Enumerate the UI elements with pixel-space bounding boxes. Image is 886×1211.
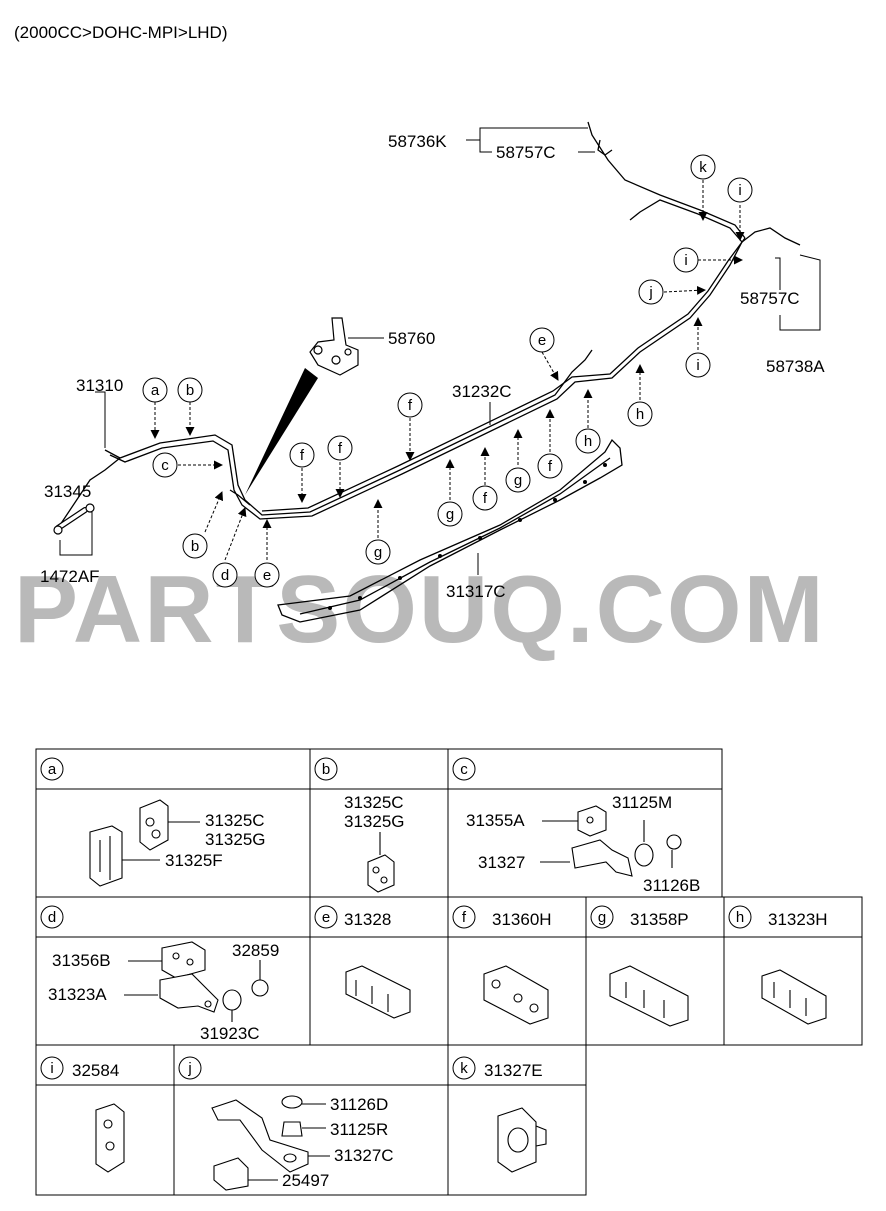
variant-title: (2000CC>DOHC-MPI>LHD) xyxy=(14,23,228,42)
cell-h-drawing xyxy=(761,969,827,1025)
label-58738A: 58738A xyxy=(766,357,825,376)
cell-c-drawing xyxy=(540,805,682,877)
label-31232C: 31232C xyxy=(452,382,512,401)
cell-g-drawing xyxy=(609,965,689,1027)
circle-e1: e xyxy=(263,567,271,584)
circle-c: c xyxy=(161,457,169,474)
circle-i3: i xyxy=(738,182,741,199)
cell-b-part-1: 31325C xyxy=(344,793,404,812)
cell-d-part-4: 31923C xyxy=(200,1024,260,1043)
cell-j-letter: j xyxy=(187,1060,191,1077)
cell-j-drawing xyxy=(211,1095,330,1191)
cell-a-part-3: 31325F xyxy=(165,851,223,870)
guard-holes xyxy=(328,463,607,610)
cell-a-letter: a xyxy=(48,761,57,778)
cell-a-part-2: 31325G xyxy=(205,830,266,849)
cell-f-drawing xyxy=(483,965,549,1025)
cell-j-part-3: 31327C xyxy=(334,1146,394,1165)
cell-e-letter: e xyxy=(322,909,330,926)
cell-c-part-4: 31126B xyxy=(643,876,700,895)
diagram-labels: 58736K 58757C 58757C 58738A 58760 31310 … xyxy=(40,132,825,601)
leader-lines xyxy=(59,127,821,575)
cell-b-letter: b xyxy=(322,761,330,778)
circle-b1: b xyxy=(186,382,194,399)
circle-g2: g xyxy=(446,506,454,523)
cell-g-part: 31358P xyxy=(630,910,689,929)
cell-g-letter: g xyxy=(598,909,606,926)
circle-f5: f xyxy=(548,458,553,475)
circle-a: a xyxy=(151,382,160,399)
bracket-pointer xyxy=(245,368,318,495)
circle-d: d xyxy=(221,567,229,584)
circle-g1: g xyxy=(374,544,382,561)
cell-d-part-3: 31323A xyxy=(48,985,107,1004)
circle-h1: h xyxy=(584,433,592,450)
cell-d-part-1: 31356B xyxy=(52,951,111,970)
bracket-58760 xyxy=(309,317,359,376)
circle-b2: b xyxy=(191,538,199,555)
cell-j-part-1: 31126D xyxy=(330,1095,388,1114)
circle-f4: f xyxy=(483,490,488,507)
cell-c-letter: c xyxy=(460,761,468,778)
legend-header-circles xyxy=(40,757,752,1080)
cell-c-part-3: 31327 xyxy=(478,853,525,872)
cell-b-drawing xyxy=(367,832,395,893)
hose-31345 xyxy=(53,503,95,535)
circle-g3: g xyxy=(514,472,522,489)
callout-arrows xyxy=(150,180,745,561)
cell-e-part: 31328 xyxy=(344,910,391,929)
label-31345: 31345 xyxy=(44,482,91,501)
cell-f-letter: f xyxy=(462,909,467,926)
circle-e2: e xyxy=(538,332,546,349)
label-1472AF: 1472AF xyxy=(40,567,100,586)
label-58757C-right: 58757C xyxy=(740,289,800,308)
cell-h-letter: h xyxy=(736,909,744,926)
legend-header-parts: 31328 31360H 31358P 31323H 32584 31327E xyxy=(72,910,828,1080)
cell-e-drawing xyxy=(345,965,411,1019)
circle-f3: f xyxy=(408,397,413,414)
cell-d-drawing xyxy=(124,941,269,1022)
cell-b-part-2: 31325G xyxy=(344,812,405,831)
legend-header-letters: a b c d e f g h i j k xyxy=(48,761,744,1077)
legend-grid xyxy=(35,748,863,1196)
cell-j-part-4: 25497 xyxy=(282,1171,329,1190)
cell-d-part-2: 32859 xyxy=(232,941,279,960)
label-58736K: 58736K xyxy=(388,132,447,151)
watermark: PARTSOUQ.COM xyxy=(14,556,826,663)
guard-31317C xyxy=(277,438,623,623)
cell-j-part-2: 31125R xyxy=(330,1120,388,1139)
fuel-pipe-assembly xyxy=(59,121,801,526)
label-31310: 31310 xyxy=(76,376,123,395)
cell-k-letter: k xyxy=(460,1060,468,1077)
circle-k: k xyxy=(699,159,707,176)
label-31317C: 31317C xyxy=(446,582,506,601)
circle-f1: f xyxy=(300,447,305,464)
cell-a-part-1: 31325C xyxy=(205,811,265,830)
letter-circles xyxy=(142,154,753,588)
cell-k-drawing xyxy=(497,1107,547,1173)
cell-d-letter: d xyxy=(48,909,56,926)
label-58757C-top: 58757C xyxy=(496,143,556,162)
cell-k-part: 31327E xyxy=(484,1061,543,1080)
letter-circle-text: a b c b d e f f f g g f g f e h h j i i … xyxy=(151,159,742,584)
cell-c-part-2: 31125M xyxy=(612,793,672,812)
cell-i-part: 32584 xyxy=(72,1061,119,1080)
cell-f-part: 31360H xyxy=(492,910,552,929)
cell-a-drawing xyxy=(89,799,200,887)
circle-i2: i xyxy=(696,357,699,374)
label-58760: 58760 xyxy=(388,329,435,348)
cell-c-part-1: 31355A xyxy=(466,811,525,830)
circle-j: j xyxy=(648,284,652,301)
cell-i-drawing xyxy=(95,1103,125,1173)
cell-i-letter: i xyxy=(50,1060,53,1077)
circle-i1: i xyxy=(684,252,687,269)
cell-h-part: 31323H xyxy=(768,910,828,929)
circle-h2: h xyxy=(636,406,644,423)
circle-f2: f xyxy=(338,440,343,457)
